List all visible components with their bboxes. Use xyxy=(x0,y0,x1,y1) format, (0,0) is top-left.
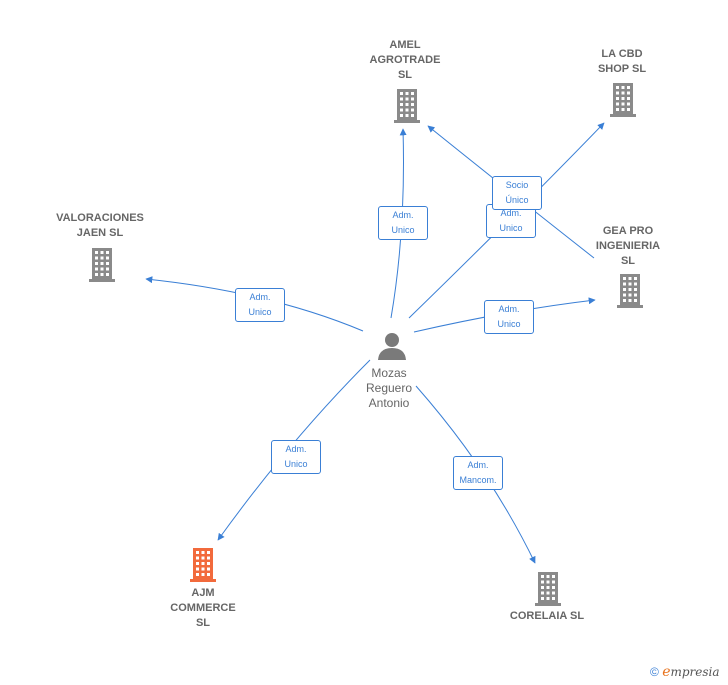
brand-initial: e xyxy=(662,664,671,680)
node-label-valoraciones[interactable]: VALORACIONES JAEN SL xyxy=(56,212,144,239)
node-label-corelaia[interactable]: CORELAIA SL xyxy=(509,610,585,622)
building-icon xyxy=(190,548,216,582)
brand-name: mpresia xyxy=(670,665,720,679)
copyright-symbol: © xyxy=(650,665,659,679)
node-label-ajm[interactable]: AJM COMMERCE SL xyxy=(170,587,236,629)
edge-label-mozas-ajm: Adm. Unico xyxy=(271,440,321,474)
edge-label-gea-amel: Socio Único xyxy=(492,176,542,210)
edge-label-mozas-amel: Adm. Unico xyxy=(378,206,428,240)
edge-label-mozas-valoraciones: Adm. Unico xyxy=(235,288,285,322)
edge-label-mozas-gea: Adm. Unico xyxy=(484,300,534,334)
person-icon xyxy=(378,333,406,360)
node-label-amel[interactable]: AMEL AGROTRADE SL xyxy=(369,39,441,81)
node-label-mozas[interactable]: Mozas Reguero Antonio xyxy=(365,366,413,410)
node-label-gea[interactable]: GEA PRO INGENIERIA SL xyxy=(595,225,661,267)
building-icon xyxy=(535,572,561,606)
building-icon xyxy=(610,83,636,117)
edge-label-mozas-corelaia: Adm. Mancom. xyxy=(453,456,503,490)
building-icon xyxy=(89,248,115,282)
building-icon xyxy=(394,89,420,123)
empresia-brand: © empresia xyxy=(650,664,720,680)
building-icon xyxy=(617,274,643,308)
node-label-lacbd[interactable]: LA CBD SHOP SL xyxy=(597,48,647,75)
